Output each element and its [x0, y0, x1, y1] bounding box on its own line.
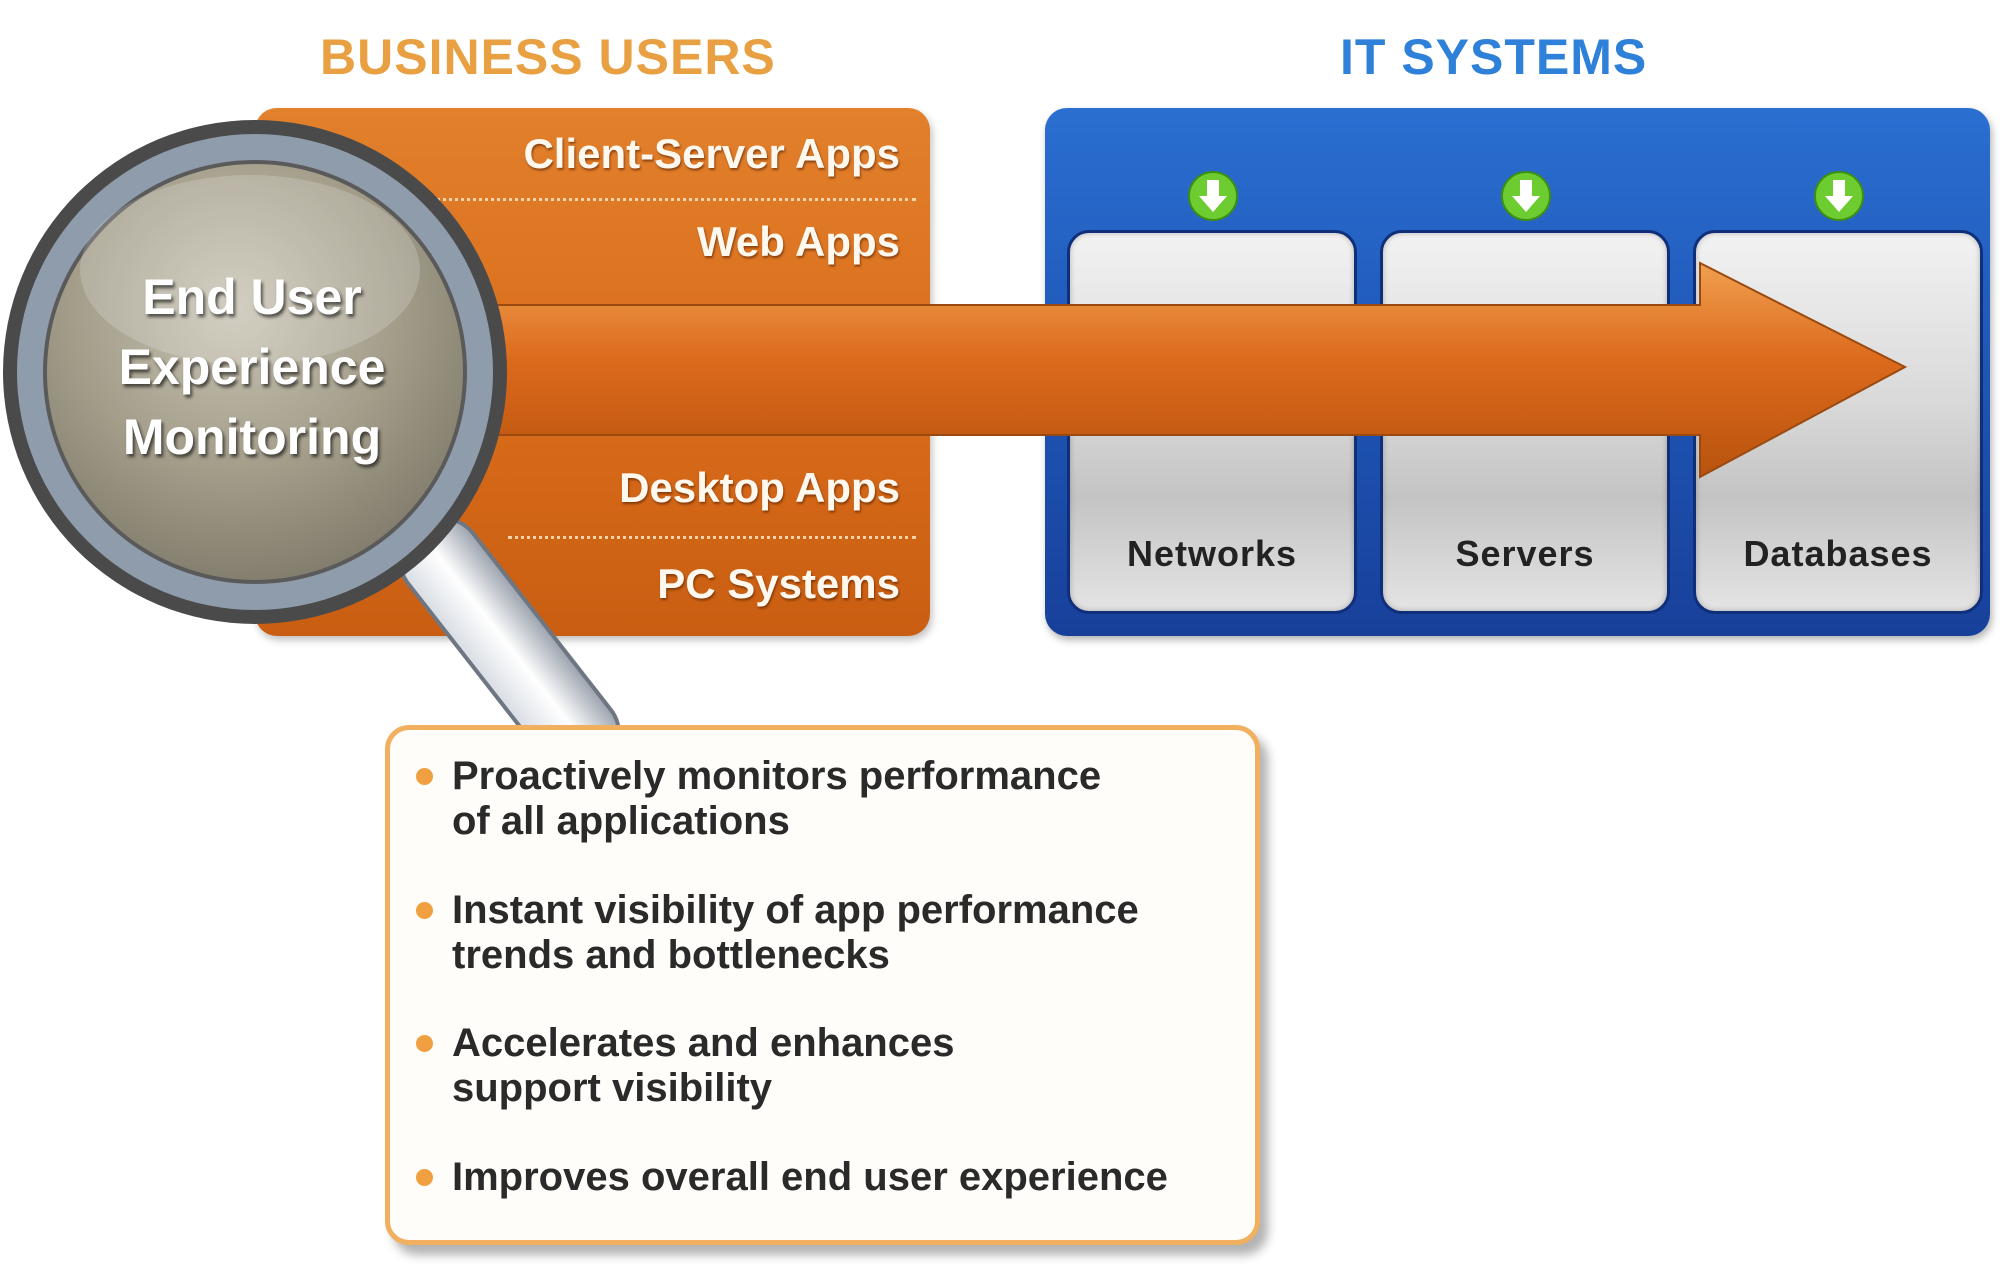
client-server-apps-label: Client-Server Apps [523, 130, 900, 177]
desktop-apps-label: Desktop Apps [619, 464, 900, 511]
bullet-icon [416, 1035, 433, 1052]
pc-systems-label: PC Systems [657, 560, 900, 607]
divider [436, 198, 916, 201]
networks-label: Networks [1126, 533, 1298, 574]
download-arrow-icon [1501, 171, 1551, 221]
benefit-item: Instant visibility of app performance tr… [416, 888, 1236, 978]
web-apps-label: Web Apps [696, 218, 900, 265]
servers-label: Servers [1455, 533, 1595, 574]
bullet-icon [416, 768, 433, 785]
bullet-icon [416, 902, 433, 919]
it-systems-heading: IT SYSTEMS [1340, 29, 1648, 85]
benefit-item: Improves overall end user experience [416, 1155, 1236, 1200]
magnifying-glass-icon [3, 120, 621, 730]
right-arrow-icon [430, 261, 1908, 479]
download-arrow-icon [1188, 171, 1238, 221]
divider [508, 536, 916, 539]
end-user-experience-monitoring-label: End User Experience Monitoring [118, 269, 386, 465]
business-users-heading: BUSINESS USERS [320, 29, 776, 85]
download-arrow-icon [1814, 171, 1864, 221]
benefit-item: Accelerates and enhances support visibil… [416, 1021, 1236, 1111]
benefits-callout: Proactively monitors performance of all … [385, 725, 1260, 1245]
benefit-item: Proactively monitors performance of all … [416, 754, 1236, 844]
bullet-icon [416, 1169, 433, 1186]
databases-label: Databases [1743, 533, 1933, 574]
